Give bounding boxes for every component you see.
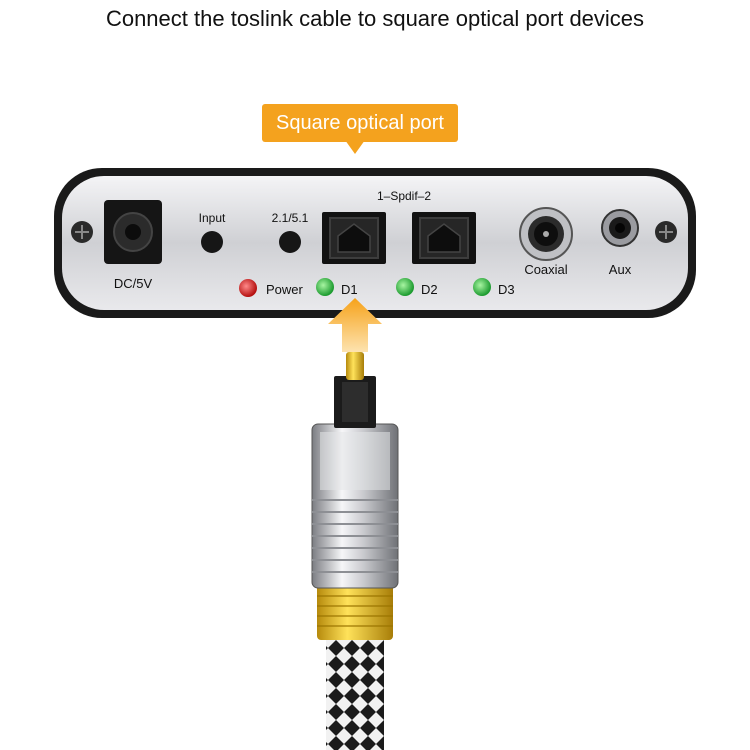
callout-pointer-icon (345, 140, 365, 154)
input-button[interactable] (201, 231, 223, 253)
d1-led-icon (316, 278, 334, 296)
dc-power-jack[interactable] (104, 200, 162, 264)
optical-port-2[interactable] (412, 212, 476, 264)
d2-led-icon (396, 278, 414, 296)
insert-arrow-icon (328, 298, 382, 352)
power-led-icon (239, 279, 257, 297)
mode-button[interactable] (279, 231, 301, 253)
d3-led-icon (473, 278, 491, 296)
coaxial-label: Coaxial (524, 262, 567, 277)
optical-port-1[interactable] (322, 212, 386, 264)
spdif-label: 1–Spdif–2 (377, 189, 431, 203)
square-optical-port-callout: Square optical port (262, 104, 458, 142)
aux-port[interactable] (601, 209, 639, 247)
dc-label: DC/5V (114, 276, 153, 291)
d1-label: D1 (341, 282, 358, 297)
toslink-cable[interactable] (311, 352, 399, 750)
d2-label: D2 (421, 282, 438, 297)
headline: Connect the toslink cable to square opti… (105, 6, 645, 31)
power-label: Power (266, 282, 304, 297)
input-label: Input (199, 211, 226, 225)
mode-label: 2.1/5.1 (272, 211, 309, 225)
right-screw-icon (655, 221, 677, 243)
d3-label: D3 (498, 282, 515, 297)
coaxial-port[interactable] (519, 207, 573, 261)
aux-label: Aux (609, 262, 632, 277)
left-screw-icon (71, 221, 93, 243)
